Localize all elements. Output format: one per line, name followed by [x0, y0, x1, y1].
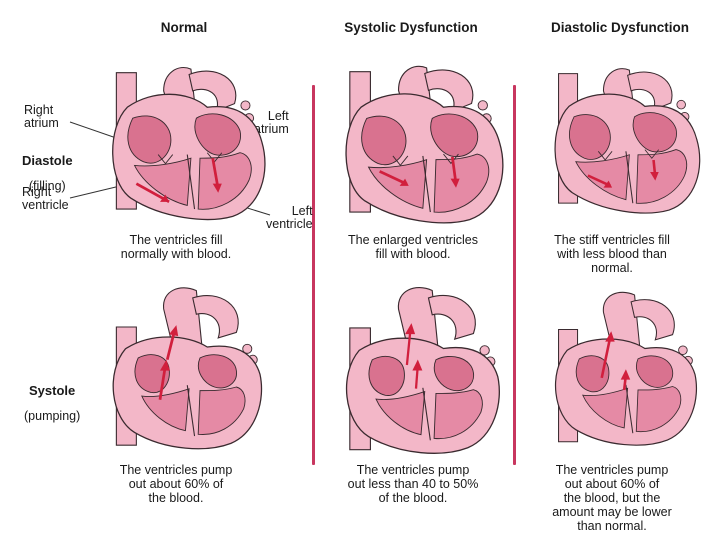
column-title-systolic: Systolic Dysfunction [344, 20, 478, 35]
caption-normal-systole: The ventricles pump out about 60% of the… [119, 463, 233, 505]
leader-right-ventricle [69, 185, 121, 199]
heart-diastolic-diastole [554, 68, 701, 214]
label-systole-phase: Systole (pumping) [24, 371, 80, 436]
heart-normal-diastole [112, 66, 266, 221]
label-diastole-phase: Diastole (filling) [22, 141, 73, 206]
divider-right [513, 85, 516, 465]
caption-diastolic-diastole: The stiff ventricles fill with less bloo… [554, 233, 670, 275]
heart-systolic-diastole [345, 65, 504, 224]
heart-normal-systole [112, 287, 263, 450]
heart-systolic-systole [345, 286, 500, 454]
column-title-diastolic: Diastolic Dysfunction [550, 20, 690, 35]
diastole-subtitle: (filling) [28, 179, 66, 193]
label-right-ventricle: Right ventricle [22, 185, 69, 212]
label-right-atrium: Right atrium [24, 103, 59, 130]
heart-diastolic-systole [554, 291, 698, 446]
caption-diastolic-systole: The ventricles pump out about 60% of the… [552, 463, 672, 533]
column-title-normal: Normal [160, 20, 208, 35]
systole-title: Systole [29, 383, 76, 398]
systole-subtitle: (pumping) [24, 409, 81, 423]
label-left-atrium: Left atrium [254, 109, 289, 136]
caption-systolic-systole: The ventricles pump out less than 40 to … [347, 463, 479, 505]
divider-left [312, 85, 315, 465]
caption-systolic-diastole: The enlarged ventricles fill with blood. [348, 233, 478, 261]
diastole-title: Diastole [22, 153, 73, 168]
label-left-ventricle: Left ventricle [266, 204, 313, 231]
caption-normal-diastole: The ventricles fill normally with blood. [120, 233, 232, 261]
